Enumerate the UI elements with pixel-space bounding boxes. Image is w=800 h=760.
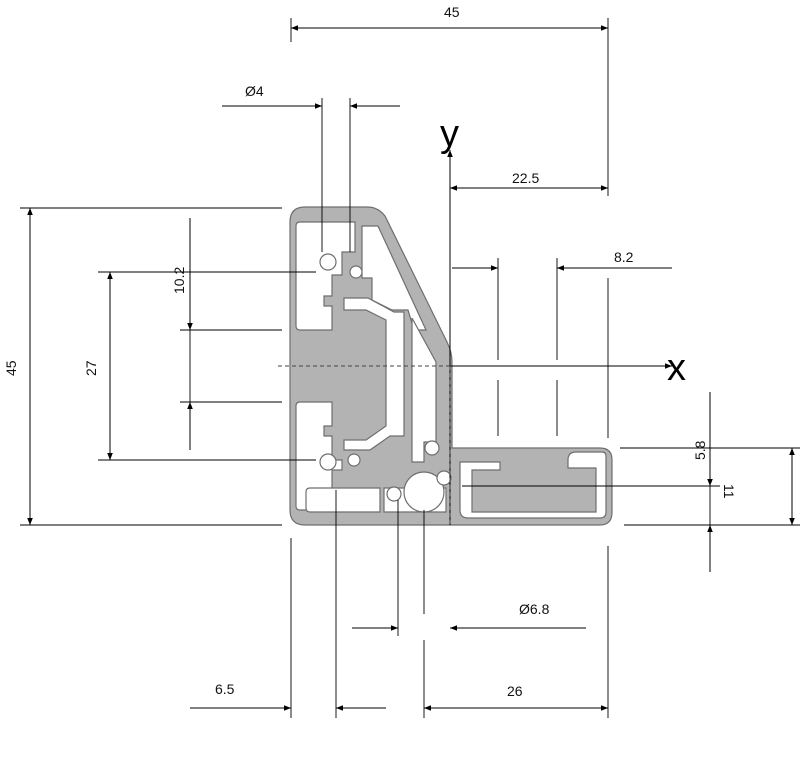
dim-pitch-label: 10.2	[171, 267, 187, 294]
dim-left-height-label: 45	[3, 360, 19, 376]
dim-bore-large-label: Ø6.8	[519, 601, 550, 617]
upper-left-slot	[295, 221, 356, 331]
bore-bottom-a	[386, 486, 402, 502]
dim-slot-spacing-label: 8.2	[614, 249, 634, 265]
bore-bottom-b	[436, 470, 452, 486]
dim-flange-thickness-label: 11	[721, 484, 737, 499]
dim-top-width: 45	[290, 4, 609, 196]
dim-pitch: 10.2	[171, 218, 282, 450]
dim-top-width-label: 45	[444, 4, 460, 20]
dim-bore-small-label: Ø4	[245, 83, 264, 99]
bore-lower-small	[347, 453, 361, 467]
dim-half-width: 22.5	[450, 170, 608, 191]
dim-bore-large: Ø6.8	[352, 500, 586, 636]
stem-cavity	[411, 317, 437, 463]
dim-left-offset: 6.5	[190, 490, 386, 718]
dim-flange-width-label: 26	[507, 683, 523, 699]
dim-left-offset-label: 6.5	[215, 681, 235, 697]
bore-lower-left	[319, 453, 337, 471]
bore-upper-small	[349, 265, 363, 279]
dim-bore-small: Ø4	[222, 83, 400, 252]
axes: y x	[278, 113, 686, 525]
dim-center-distance: 27	[83, 271, 316, 461]
dim-left-height: 45	[3, 207, 282, 526]
dim-flange-width: 26	[423, 546, 609, 718]
flange-slot	[459, 451, 607, 519]
dim-slot-depth-label: 5.8	[692, 440, 708, 460]
inner-channel	[343, 297, 405, 451]
diagonal-cavity	[361, 225, 427, 331]
y-axis-label: y	[440, 113, 459, 155]
x-axis-label: x	[667, 347, 686, 389]
dim-flange: 5.8 11	[462, 392, 800, 572]
dim-slot-spacing: 8.2	[452, 249, 672, 438]
bottom-cavity	[305, 487, 381, 513]
lower-left-slot	[295, 401, 343, 511]
bore-stem	[424, 440, 440, 456]
bore-upper-left	[319, 253, 337, 271]
dim-half-width-label: 22.5	[512, 170, 539, 186]
dim-center-distance-label: 27	[83, 360, 99, 376]
